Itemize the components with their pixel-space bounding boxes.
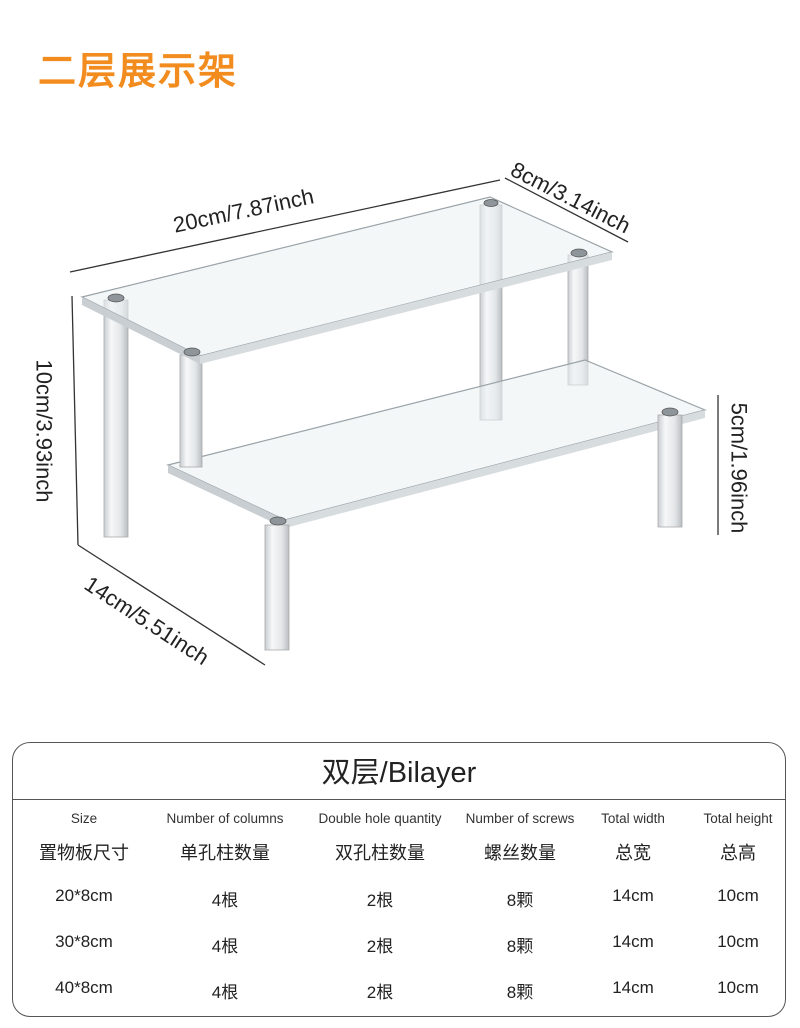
header-en: Double hole quantity (318, 811, 442, 826)
acrylic-shelf-illustration (69, 177, 719, 666)
header-en: Total height (703, 811, 773, 826)
front-right-leg (657, 414, 683, 528)
dimension-lines (69, 177, 719, 666)
table-cell: 14cm (612, 886, 654, 905)
header-cn: 双孔柱数量 (335, 843, 425, 864)
table-cell: 2根 (366, 937, 394, 956)
table-cell: 8颗 (506, 983, 534, 1002)
header-cn: 总宽 (615, 843, 651, 864)
lower-shelf (166, 359, 707, 521)
lower-shelf-edge (168, 465, 285, 528)
front-leg (264, 524, 290, 651)
table-cell: 10cm (717, 978, 759, 997)
step-height-dimension-label: 5cm/1.96inch (726, 402, 752, 534)
header-cn: 总高 (720, 843, 756, 864)
table-cell: 14cm (612, 932, 654, 951)
table-cell: 14cm (612, 978, 654, 997)
front-left-leg (103, 299, 129, 538)
screws (107, 199, 679, 526)
spec-table: 双层/Bilayer Size Number of columns Double… (12, 742, 786, 1017)
table-cell: 10cm (717, 932, 759, 951)
header-cn: 螺丝数量 (484, 843, 556, 864)
header-cn: 置物板尺寸 (39, 843, 129, 864)
table-cell: 8颗 (506, 891, 534, 910)
table-cell: 2根 (366, 983, 394, 1002)
table-cell: 4根 (211, 937, 239, 956)
table-cell: 10cm (717, 886, 759, 905)
table-cell: 8颗 (506, 937, 534, 956)
table-cell: 40*8cm (55, 978, 113, 997)
height-dimension-label: 10cm/3.93inch (31, 359, 57, 503)
table-cell: 4根 (211, 891, 239, 910)
table-cell: 30*8cm (55, 932, 113, 951)
middle-leg (179, 354, 203, 468)
product-title: 二层展示架 (38, 49, 239, 93)
header-en: Size (70, 811, 98, 826)
table-cell: 4根 (211, 983, 239, 1002)
table-cell: 20*8cm (55, 886, 113, 905)
header-cn: 单孔柱数量 (180, 843, 270, 864)
table-cell: 2根 (366, 891, 394, 910)
header-en: Number of screws (465, 811, 575, 826)
header-en: Number of columns (166, 811, 284, 826)
spec-table-title: 双层/Bilayer (13, 743, 785, 800)
header-en: Total width (601, 811, 665, 826)
